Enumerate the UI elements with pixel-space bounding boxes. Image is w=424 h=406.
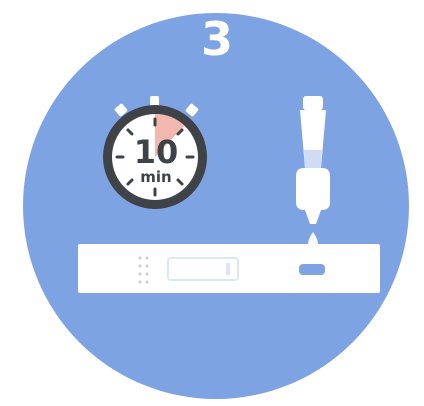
timer-value: 10 xyxy=(118,134,194,170)
sample-well xyxy=(299,264,325,275)
step-number: 3 xyxy=(187,10,247,68)
test-cassette-icon xyxy=(78,244,380,293)
background-circle xyxy=(23,13,409,399)
timer-unit: min xyxy=(118,168,194,186)
